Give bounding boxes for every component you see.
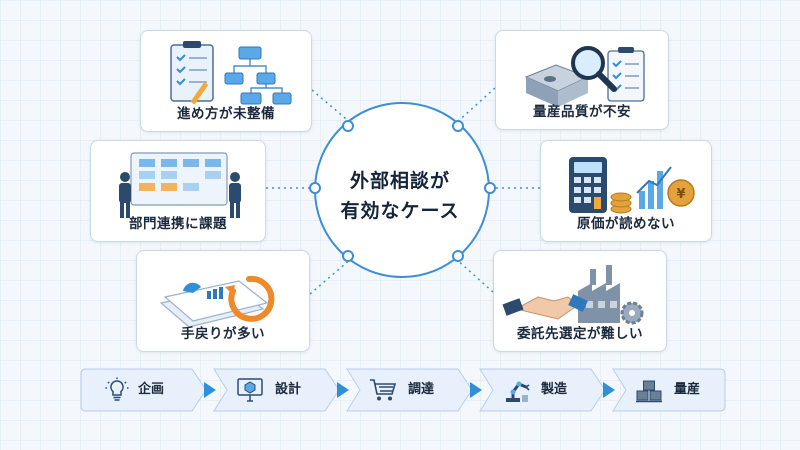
card-cost[interactable]: ¥ 原価が読めない [540, 140, 712, 242]
calculator-coins-chart-icon: ¥ [569, 157, 695, 214]
card-dept[interactable]: 部門連携に課題 [90, 140, 266, 242]
card-cost-label: 原価が読めない [577, 216, 675, 232]
robot-arm-icon [506, 381, 530, 402]
flow-step-procurement[interactable]: 調達 [346, 368, 474, 412]
connector-rework [309, 257, 353, 295]
handshake-factory-icon [502, 265, 644, 325]
team-kanban-board-icon [119, 152, 241, 218]
lightbulb-icon [105, 377, 129, 401]
node-dot [484, 182, 496, 194]
flow-step-design[interactable]: 設計 [213, 368, 341, 412]
cad-monitor-icon [237, 378, 263, 402]
card-dept-label: 部門連携に課題 [129, 216, 227, 232]
stacked-boxes-icon [636, 380, 662, 403]
connector-process [311, 89, 353, 125]
flow-step-planning[interactable]: 企画 [80, 368, 208, 412]
flow-arrow [470, 382, 482, 398]
node-dot [309, 182, 321, 194]
center-title-line1: 外部相談が [349, 170, 450, 192]
flow-arrow [337, 382, 349, 398]
card-process-label: 進め方が未整備 [177, 106, 275, 122]
node-dot [342, 120, 354, 132]
shopping-cart-icon [370, 379, 397, 401]
flow-step-shape [612, 368, 726, 412]
part-inspection-magnifier-icon [524, 46, 645, 107]
center-title-line2: 有効なケース [340, 200, 460, 222]
svg-text:¥: ¥ [676, 187, 685, 202]
node-dot [342, 250, 354, 262]
center-title: 外部相談が 有効なケース [310, 166, 490, 226]
flow-step-manufacturing[interactable]: 製造 [479, 368, 607, 412]
node-dot [452, 250, 464, 262]
flow-step-label: 設計 [275, 382, 302, 397]
card-rework-label: 手戻りが多い [181, 326, 265, 342]
card-quality-label: 量産品質が不安 [533, 104, 631, 120]
rework-cycle-documents-icon [159, 275, 275, 328]
flow-step-label: 製造 [541, 382, 568, 397]
flow-arrow [603, 382, 615, 398]
flow-step-shape [80, 368, 207, 412]
node-dot [452, 120, 464, 132]
flow-arrow [204, 382, 216, 398]
flow-step-label: 量産 [674, 382, 701, 397]
connector-vendor [454, 257, 494, 293]
checklist-flowchart-icon [170, 41, 292, 105]
card-vendor[interactable]: 委託先選定が難しい [493, 250, 667, 352]
flow-step-shape [346, 368, 473, 412]
connector-quality [454, 87, 496, 125]
card-process[interactable]: 進め方が未整備 [140, 30, 312, 132]
flow-step-label: 企画 [138, 382, 165, 397]
flow-step-mass-production[interactable]: 量産 [612, 368, 726, 412]
card-rework[interactable]: 手戻りが多い [136, 250, 310, 352]
card-vendor-label: 委託先選定が難しい [517, 326, 643, 342]
flow-step-label: 調達 [408, 382, 435, 397]
card-quality[interactable]: 量産品質が不安 [495, 30, 669, 130]
